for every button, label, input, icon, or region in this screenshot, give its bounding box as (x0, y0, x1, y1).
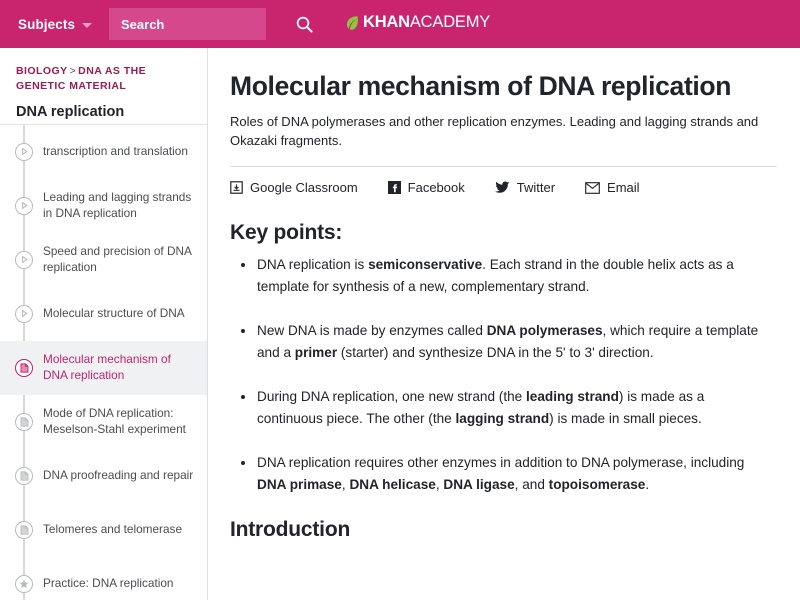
breadcrumb-child[interactable]: DNA AS THE GENETIC MATERIAL (16, 65, 147, 92)
share-label: Google Classroom (250, 180, 358, 196)
khan-academy-logo[interactable]: KHANACADEMY (346, 13, 490, 32)
sidebar-item-4[interactable]: Molecular mechanism of DNA replication (0, 340, 207, 395)
logo-academy: ACADEMY (409, 13, 491, 31)
sidebar-item-6[interactable]: DNA proofreading and repair (0, 449, 207, 503)
video-play-icon (15, 142, 33, 161)
breadcrumb-parent[interactable]: BIOLOGY (16, 65, 68, 77)
sidebar-item-5[interactable]: Mode of DNA replication: Meselson-Stahl … (0, 395, 207, 449)
site-header: Subjects KHANACADEMY (0, 0, 800, 48)
breadcrumb: BIOLOGY>DNA AS THE GENETIC MATERIAL (0, 48, 207, 94)
sidebar-item-1[interactable]: Leading and lagging strands in DNA repli… (0, 179, 207, 233)
subjects-menu-button[interactable]: Subjects (18, 16, 93, 32)
article-icon (15, 358, 33, 377)
sidebar-item-0[interactable]: transcription and translation (0, 125, 207, 179)
keypoint-item: DNA replication requires other enzymes i… (230, 452, 773, 495)
sidebar-item-label: Speed and precision of DNA replication (43, 243, 192, 274)
sidebar-item-label: Molecular structure of DNA (43, 305, 185, 320)
share-facebook[interactable]: Facebook (387, 180, 465, 196)
sidebar-item-label: Leading and lagging strands in DNA repli… (43, 189, 192, 220)
logo-text: KHANACADEMY (363, 13, 490, 32)
share-row: Google Classroom Facebook Twitter Email (230, 167, 773, 195)
sidebar-item-7[interactable]: Telomeres and telomerase (0, 503, 207, 557)
article-icon (15, 520, 33, 539)
page-title: Molecular mechanism of DNA replication (230, 71, 732, 101)
sidebar-item-8[interactable]: Practice: DNA replication (0, 557, 207, 600)
sidebar-item-label: Practice: DNA replication (43, 575, 174, 590)
article-icon (15, 466, 33, 485)
search-box[interactable] (109, 8, 313, 40)
star-icon (15, 574, 33, 593)
facebook-icon (387, 181, 401, 195)
share-label: Email (607, 180, 640, 196)
sidebar-item-label: Telomeres and telomerase (43, 521, 183, 536)
keypoints-heading: Key points: (230, 221, 343, 245)
sidebar-item-3[interactable]: Molecular structure of DNA (0, 287, 207, 341)
breadcrumb-separator: > (69, 65, 77, 77)
share-twitter[interactable]: Twitter (494, 180, 556, 196)
keypoint-item: New DNA is made by enzymes called DNA po… (230, 320, 773, 363)
divider (230, 166, 777, 168)
page-description: Roles of DNA polymerases and other repli… (230, 114, 759, 148)
leaf-icon (347, 16, 358, 30)
logo-khan: KHAN (363, 13, 410, 31)
share-email[interactable]: Email (585, 180, 640, 195)
twitter-icon (494, 181, 510, 194)
share-google-classroom[interactable]: Google Classroom (230, 180, 358, 195)
sidebar-item-label: DNA proofreading and repair (43, 467, 194, 482)
email-icon (585, 181, 600, 194)
video-play-icon (15, 196, 33, 215)
sidebar-item-label: Mode of DNA replication: Meselson-Stahl … (43, 405, 186, 436)
share-label: Facebook (407, 180, 465, 196)
tutorial-title: DNA replication (16, 103, 125, 120)
search-input[interactable] (109, 16, 296, 32)
share-label: Twitter (516, 180, 556, 196)
sidebar-item-label: transcription and translation (43, 143, 188, 158)
introduction-heading: Introduction (230, 518, 351, 542)
video-play-icon (15, 250, 33, 269)
main-content: Molecular mechanism of DNA replication R… (209, 48, 800, 600)
keypoint-item: During DNA replication, one new strand (… (230, 386, 773, 429)
keypoints-list: DNA replication is semiconservative. Eac… (230, 254, 773, 495)
sidebar-item-2[interactable]: Speed and precision of DNA replication (0, 233, 207, 287)
search-icon[interactable] (296, 16, 313, 33)
subjects-label: Subjects (18, 16, 76, 32)
google-classroom-icon (230, 181, 243, 195)
keypoint-item: DNA replication is semiconservative. Eac… (230, 254, 773, 297)
sidebar: BIOLOGY>DNA AS THE GENETIC MATERIAL DNA … (0, 48, 208, 600)
article-icon (15, 412, 33, 431)
video-play-icon (15, 304, 33, 323)
chevron-down-icon (82, 22, 93, 28)
sidebar-item-label: Molecular mechanism of DNA replication (43, 351, 171, 382)
